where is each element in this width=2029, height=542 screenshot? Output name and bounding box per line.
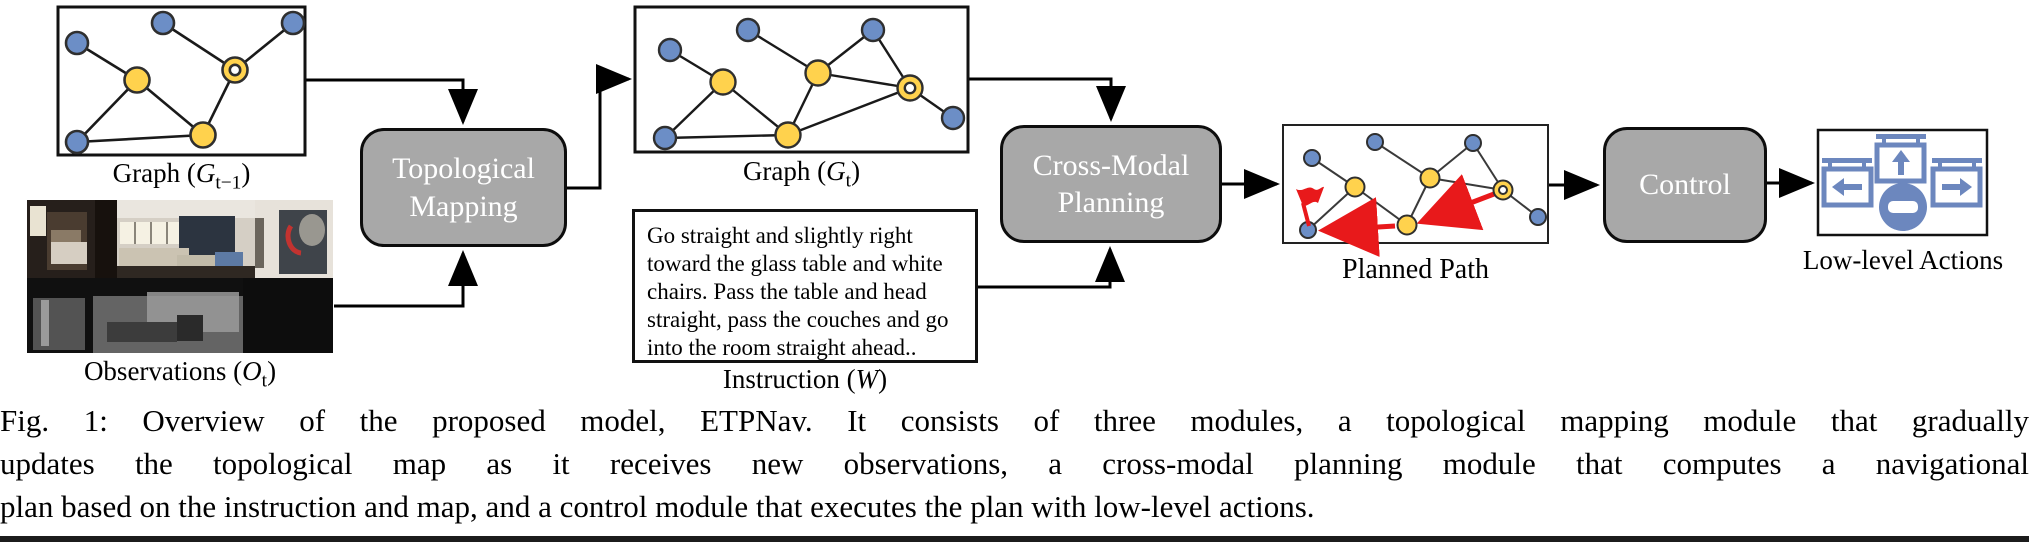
flow-arrows (306, 64, 1815, 308)
graph-node-blue (657, 37, 683, 63)
graph-node-current-ring-center (228, 63, 242, 77)
graph-node-blue (1303, 149, 1321, 167)
stop-sign-icon (1879, 183, 1927, 231)
graph-node-blue (735, 17, 761, 43)
graph-node-current-ring-center (903, 81, 917, 95)
planned-path-label: Planned Path (1342, 254, 1489, 285)
graph-node-blue (1464, 134, 1482, 152)
graph-prev (56, 5, 307, 157)
graph-node-blue (652, 125, 678, 151)
graph-prev-label: Graph (Gt−1) (112, 158, 251, 194)
graph-current (633, 5, 970, 154)
observations-image (27, 200, 333, 353)
arrow-observations-to-topomap (334, 250, 478, 308)
graph-node-yellow (1396, 214, 1418, 236)
next-section-edge (0, 536, 2029, 542)
observations-label: Observations (Ot) (83, 356, 277, 392)
graph-node-current-ring-center (1498, 185, 1508, 195)
graph-node-yellow (1419, 167, 1441, 189)
planned-path-red-route (1318, 174, 1495, 257)
diagram-canvas (27, 5, 1989, 353)
graph-node-blue (280, 10, 306, 36)
instruction-label: Instruction (W) (722, 364, 888, 394)
graph-node-yellow (709, 68, 737, 96)
arrow-graphcur-to-crossmodal (968, 77, 1126, 122)
planned-path (1282, 124, 1549, 257)
graph-prev-frame (56, 5, 307, 157)
action-icons (1821, 134, 1983, 231)
topological-mapping-label: Topological Mapping (392, 152, 535, 223)
graph-node-blue (1529, 208, 1547, 226)
arrow-topomap-to-graphcur (567, 64, 632, 190)
left-arrow-sign-icon (1821, 158, 1874, 208)
arrow-instruction-to-crossmodal (978, 246, 1125, 289)
caption-line-1: Fig. 1: Overview of the proposed model, … (0, 403, 2029, 438)
topological-mapping-module: Topological Mapping (360, 128, 567, 247)
graph-node-blue (1366, 133, 1384, 151)
graph-node-yellow (774, 121, 802, 149)
control-label: Control (1639, 168, 1731, 202)
graph-prev-nodes (64, 10, 306, 155)
right-arrow-sign-icon (1930, 158, 1983, 208)
graph-node-blue (860, 17, 886, 43)
graph-current-label: Graph (Gt) (742, 156, 861, 192)
control-module: Control (1603, 127, 1767, 243)
planned-path-nodes (1299, 133, 1547, 239)
graph-node-blue (64, 129, 90, 155)
graph-node-yellow (1344, 176, 1366, 198)
low-level-actions (1816, 128, 1989, 237)
instruction-text: Go straight and slightly right toward th… (647, 223, 949, 360)
cross-modal-planning-label: Cross-Modal Planning (1032, 148, 1190, 220)
arrow-graphprev-to-topomap (306, 78, 478, 125)
graph-node-blue (940, 105, 966, 131)
low-level-actions-label: Low-level Actions (1802, 245, 2004, 275)
graph-node-yellow (189, 121, 217, 149)
cross-modal-planning-module: Cross-Modal Planning (1000, 125, 1222, 243)
graph-node-blue (64, 30, 90, 56)
figure-caption: Fig. 1: Overview of the proposed model, … (0, 399, 2029, 528)
graph-node-blue (150, 10, 176, 36)
instruction-box: Go straight and slightly right toward th… (632, 209, 978, 363)
up-arrow-sign-icon (1874, 134, 1927, 184)
goal-flag-icon (1296, 186, 1324, 227)
caption-line-2: updates the topological map as it receiv… (0, 446, 2029, 481)
graph-current-nodes (652, 17, 966, 151)
graph-node-yellow (804, 59, 832, 87)
graph-node-yellow (123, 66, 151, 94)
caption-line-3: plan based on the instruction and map, a… (0, 489, 1315, 524)
